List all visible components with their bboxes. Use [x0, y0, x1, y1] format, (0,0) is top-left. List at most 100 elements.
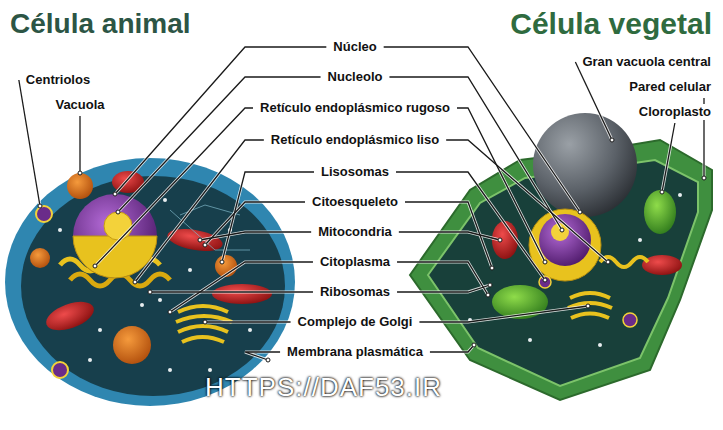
part-label: Citoplasma — [317, 254, 393, 270]
leader-line — [419, 306, 588, 322]
part-label: Pared celular — [626, 79, 714, 95]
animal-nucleus — [73, 194, 157, 278]
part-label: Núcleo — [330, 39, 379, 55]
plant-cell — [410, 113, 712, 400]
leader-tip — [578, 210, 582, 214]
leader-halo — [397, 285, 490, 292]
leader-tip — [702, 176, 706, 180]
part-label: Retículo endoplásmico rugoso — [257, 100, 453, 116]
part-label: Ribosomas — [317, 284, 393, 300]
leader-tip — [116, 210, 120, 214]
leader-tip — [472, 343, 476, 347]
animal-vacuole — [67, 173, 93, 199]
leader-tip — [198, 238, 202, 242]
cell-heading: Célula animal — [10, 7, 191, 41]
leader-line — [135, 140, 264, 282]
leader-tip — [486, 293, 490, 297]
leader-line — [662, 123, 675, 192]
leader-tip — [610, 138, 614, 142]
leader-line — [205, 321, 291, 322]
leader-halo — [205, 321, 291, 324]
leader-line — [79, 116, 80, 173]
animal-mitochondrion — [212, 284, 272, 304]
part-label: Vacuola — [52, 97, 107, 113]
leader-tip — [488, 283, 492, 287]
leader-line — [170, 262, 313, 312]
leader-line — [397, 285, 490, 292]
leader-tip — [660, 190, 664, 194]
animal-cell — [5, 158, 295, 406]
animal-centriole — [36, 206, 52, 222]
leader-tip — [498, 238, 502, 242]
leader-tip — [113, 192, 117, 196]
leader-tip — [543, 278, 547, 282]
leader-tip — [168, 310, 172, 314]
part-label: Membrana plasmática — [284, 344, 426, 360]
leader-line — [19, 80, 40, 206]
plant-chloroplast — [644, 190, 676, 234]
leader-halo — [662, 123, 675, 192]
leader-halo — [150, 291, 313, 294]
leader-halo — [222, 172, 314, 262]
leader-tip — [560, 228, 564, 232]
leader-line — [575, 62, 612, 140]
part-label: Nucleolo — [325, 69, 386, 85]
leader-tip — [543, 260, 547, 264]
plant-golgi — [568, 293, 612, 318]
plant-er — [600, 257, 648, 267]
leader-line — [150, 291, 313, 292]
leader-tip — [490, 266, 494, 270]
leader-tip — [203, 320, 207, 324]
part-label: Cloroplasto — [636, 104, 714, 120]
leader-tip — [78, 171, 82, 175]
leader-halo — [170, 262, 313, 312]
leader-line — [205, 202, 305, 245]
part-label: Mitocondria — [315, 224, 395, 240]
leader-halo — [205, 202, 305, 245]
animal-cytoplasm — [21, 176, 285, 396]
animal-lysosome — [113, 326, 151, 364]
part-label: Retículo endoplásmico liso — [268, 132, 442, 148]
part-label: Citoesqueleto — [309, 194, 401, 210]
leader-line — [95, 108, 253, 266]
part-label: Centriolos — [23, 72, 93, 88]
animal-lysosome — [30, 248, 50, 268]
leader-halo — [399, 232, 500, 240]
plant-lysosome — [623, 313, 637, 327]
leader-halo — [384, 47, 580, 212]
leader-line — [399, 232, 500, 240]
animal-cytoskeleton — [170, 205, 250, 250]
cell-heading: Célula vegetal — [510, 7, 712, 41]
leader-halo — [430, 345, 474, 352]
part-label: Complejo de Golgi — [295, 314, 416, 330]
leader-halo — [575, 62, 612, 140]
leader-halo — [95, 108, 253, 266]
leader-tip — [93, 264, 97, 268]
leader-line — [200, 232, 311, 240]
animal-nucleolus — [104, 212, 132, 240]
plant-lysosome — [539, 276, 551, 288]
part-label: Gran vacuola central — [579, 54, 714, 70]
leader-halo — [245, 352, 280, 360]
leader-tip — [220, 260, 224, 264]
leader-halo — [419, 306, 588, 322]
leader-line — [222, 172, 314, 262]
animal-membrane — [5, 158, 295, 406]
watermark: HTTPS://DAF53.IR — [205, 372, 442, 402]
leader-halo — [79, 116, 82, 173]
leader-halo — [19, 80, 40, 206]
leader-tip — [133, 280, 137, 284]
leader-line — [396, 172, 545, 280]
animal-centriole — [52, 362, 68, 378]
leader-line — [430, 345, 474, 352]
leader-tip — [266, 358, 270, 362]
leader-tip — [203, 243, 207, 247]
leader-tip — [38, 204, 42, 208]
leader-tip — [586, 304, 590, 308]
leader-line — [384, 47, 580, 212]
plant-mitochondrion — [642, 255, 682, 275]
leader-line — [446, 140, 608, 262]
animal-golgi — [176, 306, 232, 342]
